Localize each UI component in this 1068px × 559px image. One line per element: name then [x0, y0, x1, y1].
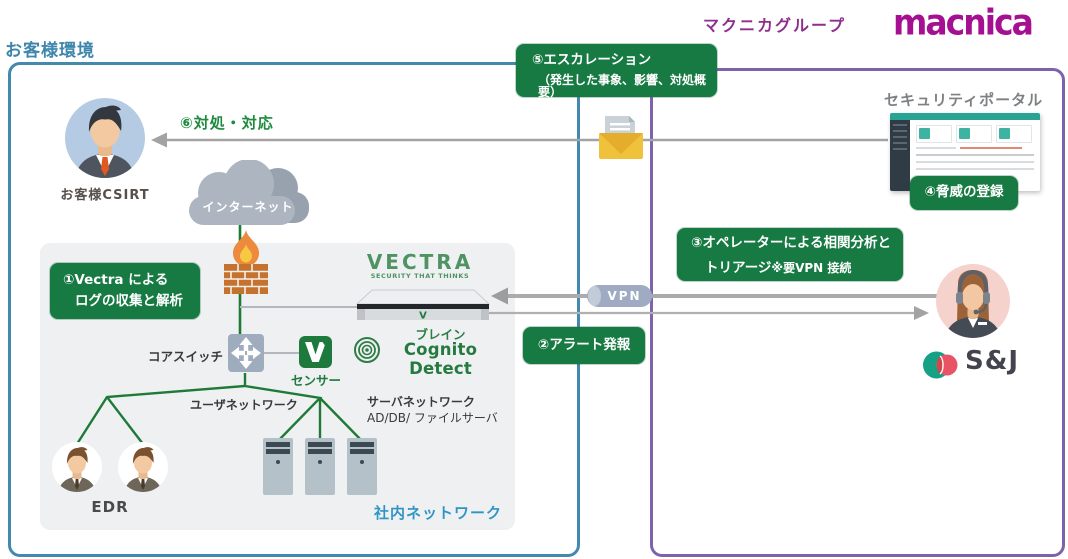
portal-stat-card — [956, 125, 992, 143]
portal-row — [916, 154, 1034, 156]
server-network-label: サーバネットワーク — [367, 395, 475, 409]
vectra-logo-text: VECTRA — [366, 250, 474, 274]
customer-environment-title: お客様環境 — [5, 41, 95, 61]
user-network-label: ユーザネットワーク — [190, 398, 298, 412]
macnica-logo: macnica — [893, 1, 1034, 44]
vpn-access-arrow — [491, 287, 937, 305]
portal-stat-card — [916, 125, 952, 143]
cloud-icon — [189, 159, 309, 225]
vectra-logo-block: VECTRA SECURITY THAT THINKS — [362, 252, 478, 280]
network-tree-lines — [75, 373, 363, 445]
portal-row — [916, 161, 1034, 163]
security-portal-title: セキュリティポータル — [884, 91, 1044, 109]
step5-escalation-box: ⑤エスカレーション （発生した事象、影響、対処概要） — [516, 44, 717, 99]
mail-icon — [599, 116, 643, 159]
server-icon — [263, 438, 293, 495]
step3-triage-box: ③オペレーターによる相関分析と トリアージ※要VPN 接続 — [677, 228, 903, 281]
portal-row — [916, 147, 956, 149]
vpn-pill: VPN — [587, 285, 652, 307]
step6-response-label: ⑥対処・対応 — [180, 114, 274, 132]
portal-header-bar — [890, 113, 1040, 120]
brain-label: ブレイン — [415, 327, 466, 342]
step1-line2: ログの収集と解析 — [75, 293, 183, 309]
portal-stat-card — [996, 125, 1032, 143]
svg-text:V: V — [419, 311, 427, 322]
sensor-icon — [299, 336, 332, 368]
sj-logo-icon — [923, 351, 958, 379]
vectra-appliance: V — [355, 289, 491, 322]
alert-arrow — [488, 306, 929, 320]
step3-note: ※要VPN 接続 — [771, 261, 852, 275]
step2-label: ②アラート発報 — [537, 336, 631, 353]
vectra-tagline: SECURITY THAT THINKS — [370, 272, 470, 280]
sensor-label: センサー — [290, 373, 341, 388]
step4-label: ④脅威の登録 — [924, 184, 1004, 201]
step5-line1: ⑤エスカレーション — [532, 52, 652, 68]
portal-sidebar — [890, 120, 910, 191]
response-arrow — [151, 132, 888, 148]
macnica-group-title: マクニカグループ — [703, 16, 847, 35]
firewall-icon — [224, 230, 268, 294]
step5-line2: （発生した事象、影響、対処概要） — [538, 73, 707, 99]
core-switch-icon — [228, 334, 264, 372]
internet-cloud: インターネット — [183, 159, 313, 228]
core-switch-label: コアスイッチ — [148, 349, 224, 364]
cognito-detect-label: Cognito Detect — [403, 340, 478, 378]
edr-avatar — [52, 442, 102, 492]
step3-line1: ③オペレーターによる相関分析と — [691, 235, 892, 251]
portal-alert-row — [960, 147, 1022, 149]
cognito-target-icon — [354, 337, 380, 363]
internal-network-label: 社内ネットワーク — [374, 504, 503, 522]
sj-logo-text: S&J — [965, 346, 1020, 376]
server-icon — [305, 438, 335, 495]
step1-vectra-box: ①Vectra による ログの収集と解析 — [50, 263, 200, 319]
step4-threat-box: ④脅威の登録 — [910, 176, 1018, 210]
server-icon — [347, 438, 377, 495]
edr-label: EDR — [91, 498, 129, 516]
customer-environment-box — [8, 62, 580, 557]
csirt-label: お客様CSIRT — [60, 188, 150, 203]
portal-row — [916, 168, 1034, 170]
step1-line1: ①Vectra による — [63, 272, 169, 288]
server-types-label: AD/DB/ ファイルサーバ — [367, 411, 498, 425]
edr-avatar — [118, 442, 168, 492]
step2-alert-box: ②アラート発報 — [523, 327, 645, 364]
internet-label: インターネット — [202, 200, 294, 214]
operator-avatar — [936, 264, 1010, 338]
vpn-label: VPN — [607, 289, 642, 303]
csirt-avatar — [65, 98, 145, 178]
step3-line2: トリアージ — [705, 260, 772, 276]
